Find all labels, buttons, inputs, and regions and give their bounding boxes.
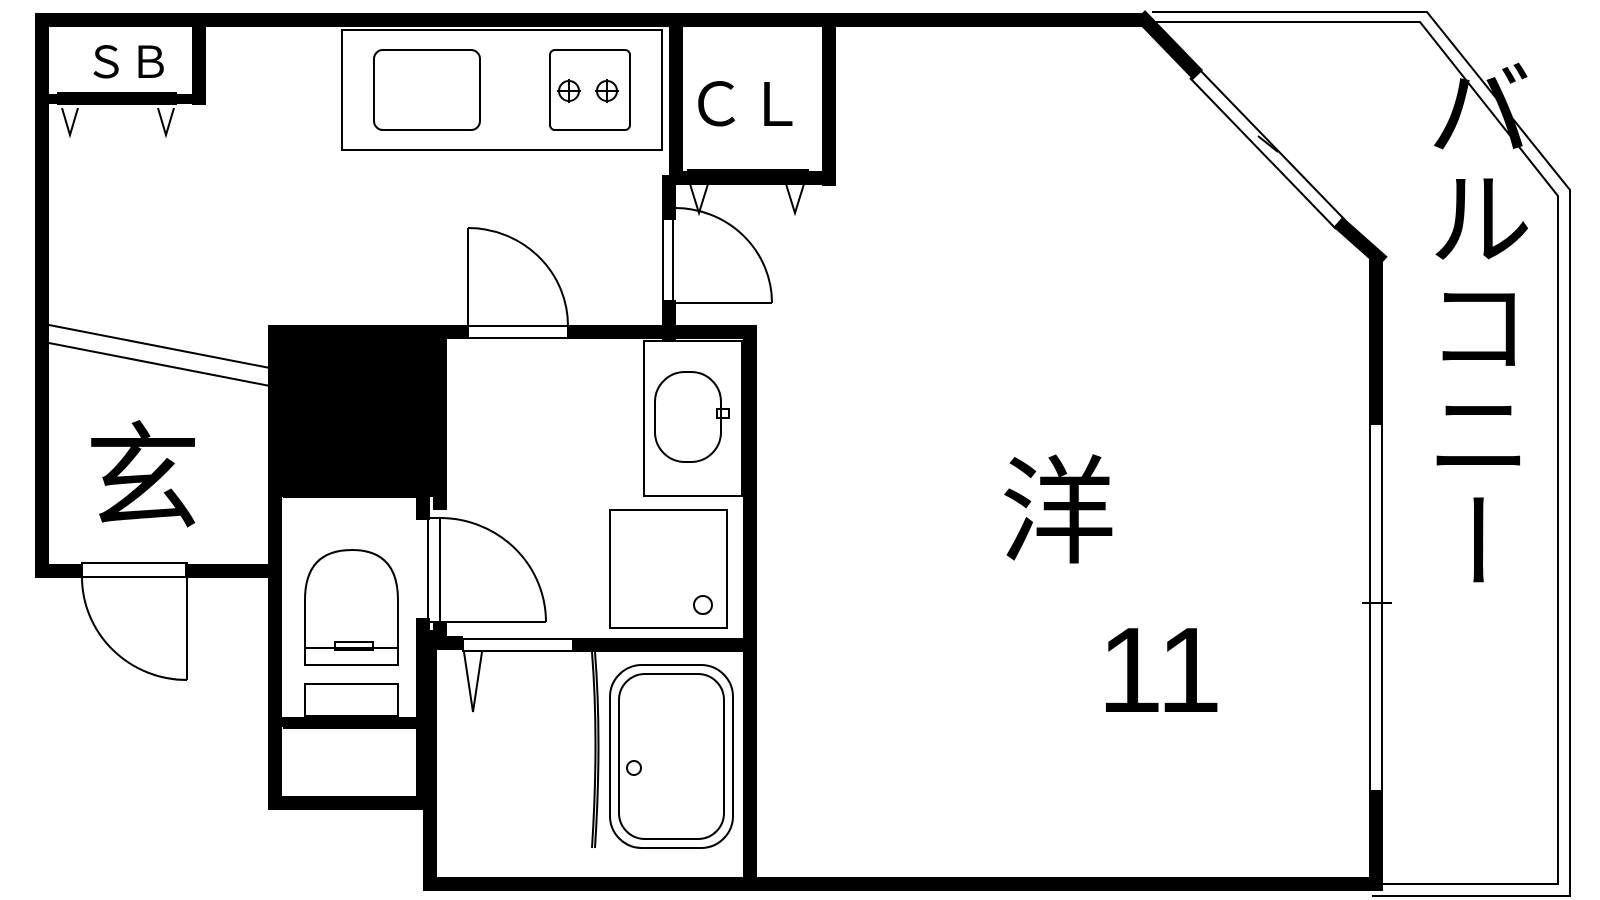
closet-label: ＣＬ xyxy=(686,72,806,139)
balcony xyxy=(1152,11,1571,897)
room-divider xyxy=(662,175,773,340)
room-size-label: 11 xyxy=(1097,602,1224,738)
entrance-label: 玄 xyxy=(84,410,202,548)
shoe-box-label: ＳＢ xyxy=(84,39,172,88)
kitchen-counter xyxy=(341,29,663,151)
closet xyxy=(669,13,836,217)
diagonal-window xyxy=(1189,67,1346,230)
stove xyxy=(549,49,631,131)
vanity xyxy=(643,340,743,497)
entrance-step xyxy=(48,324,271,387)
balcony-label: バルコニー xyxy=(1408,55,1533,595)
sink xyxy=(373,49,481,131)
toilet-tank xyxy=(304,683,399,717)
toilet-room xyxy=(268,490,430,810)
washer-space xyxy=(609,509,728,629)
western-room-label: 洋 xyxy=(999,444,1117,582)
right-window xyxy=(1362,425,1392,790)
washroom xyxy=(268,227,757,890)
bathroom xyxy=(462,638,734,849)
bathtub xyxy=(609,664,734,849)
toilet-bowl xyxy=(304,548,399,665)
shoe-box xyxy=(42,13,206,139)
pipe-shaft xyxy=(268,327,440,497)
wash-basin xyxy=(654,371,722,463)
entrance-door xyxy=(81,562,188,681)
outer-walls xyxy=(35,10,1388,891)
